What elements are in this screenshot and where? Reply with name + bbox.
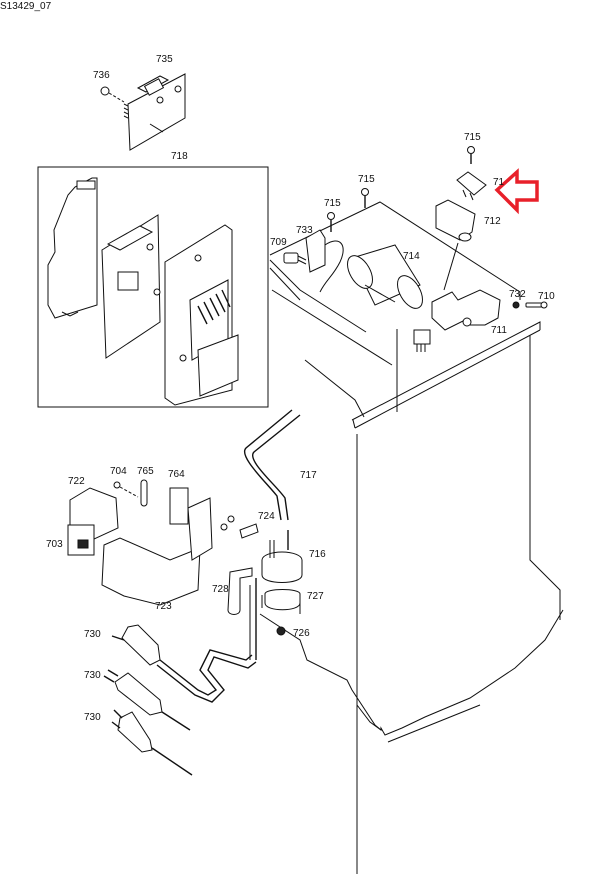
part-718-control-unit (47, 177, 239, 406)
part-717-hose (251, 414, 301, 521)
label-703: 703 (46, 539, 63, 550)
part-710-screw (525, 301, 548, 309)
part-716-pressure-switch (261, 530, 303, 583)
part-732-nut (512, 301, 520, 309)
label-733: 733 (296, 225, 313, 236)
part-764-terminal (169, 487, 213, 561)
label-715-left: 715 (324, 198, 341, 209)
label-715-middle: 715 (358, 174, 375, 185)
label-718: 718 (171, 151, 188, 162)
label-730-bottom: 730 (84, 712, 101, 723)
label-765: 765 (137, 466, 154, 477)
label-730-middle: 730 (84, 670, 101, 681)
label-717: 717 (300, 470, 317, 481)
heat-fins (197, 289, 231, 325)
label-732: 732 (509, 289, 526, 300)
label-730-top: 730 (84, 629, 101, 640)
part-715-screw-right (467, 146, 475, 164)
label-735: 735 (156, 54, 173, 65)
label-724: 724 (258, 511, 275, 522)
part-730-plug-swiss (103, 669, 191, 731)
part-730-plug-schuko (111, 624, 257, 703)
part-727-holder (261, 589, 301, 614)
label-710: 710 (538, 291, 555, 302)
part-714-motor (347, 244, 423, 309)
label-728: 728 (212, 584, 229, 595)
part-712-relay (435, 199, 476, 291)
label-726: 726 (293, 628, 310, 639)
part-717-hose-edge (243, 409, 293, 521)
part-736-screw (100, 86, 125, 103)
part-728-elbow-tube (227, 567, 257, 660)
label-722: 722 (68, 476, 85, 487)
appliance-housing (249, 201, 564, 874)
highlight-arrow (494, 168, 539, 215)
part-733-bracket (305, 229, 344, 293)
label-736: 736 (93, 70, 110, 81)
label-764: 764 (168, 469, 185, 480)
document-id: S13429_07 (0, 1, 52, 12)
part-723-bracket (101, 537, 201, 606)
part-718-frame (37, 166, 269, 408)
label-712: 712 (484, 216, 501, 227)
part-709-connector (283, 252, 307, 265)
label-711: 711 (491, 325, 507, 336)
part-724-clamp (220, 515, 259, 539)
part-715-screw-left (327, 212, 335, 232)
part-704-screw (113, 481, 139, 498)
label-709: 709 (270, 237, 287, 248)
label-704: 704 (110, 466, 127, 477)
label-727: 727 (307, 591, 324, 602)
label-716: 716 (309, 549, 326, 560)
part-765-fuse (140, 479, 148, 507)
part-726-grommet (276, 626, 286, 636)
part-730-plug-uk (111, 709, 193, 776)
label-715-right: 715 (464, 132, 481, 143)
label-714: 714 (403, 251, 420, 262)
part-711-bracket (413, 289, 501, 352)
part-713-clip (456, 171, 487, 201)
label-723: 723 (155, 601, 172, 612)
part-735-connector-board (123, 73, 186, 151)
part-703-switch (67, 524, 95, 556)
part-715-screw-middle (361, 188, 369, 208)
label-713-partial: 71 (493, 177, 505, 188)
